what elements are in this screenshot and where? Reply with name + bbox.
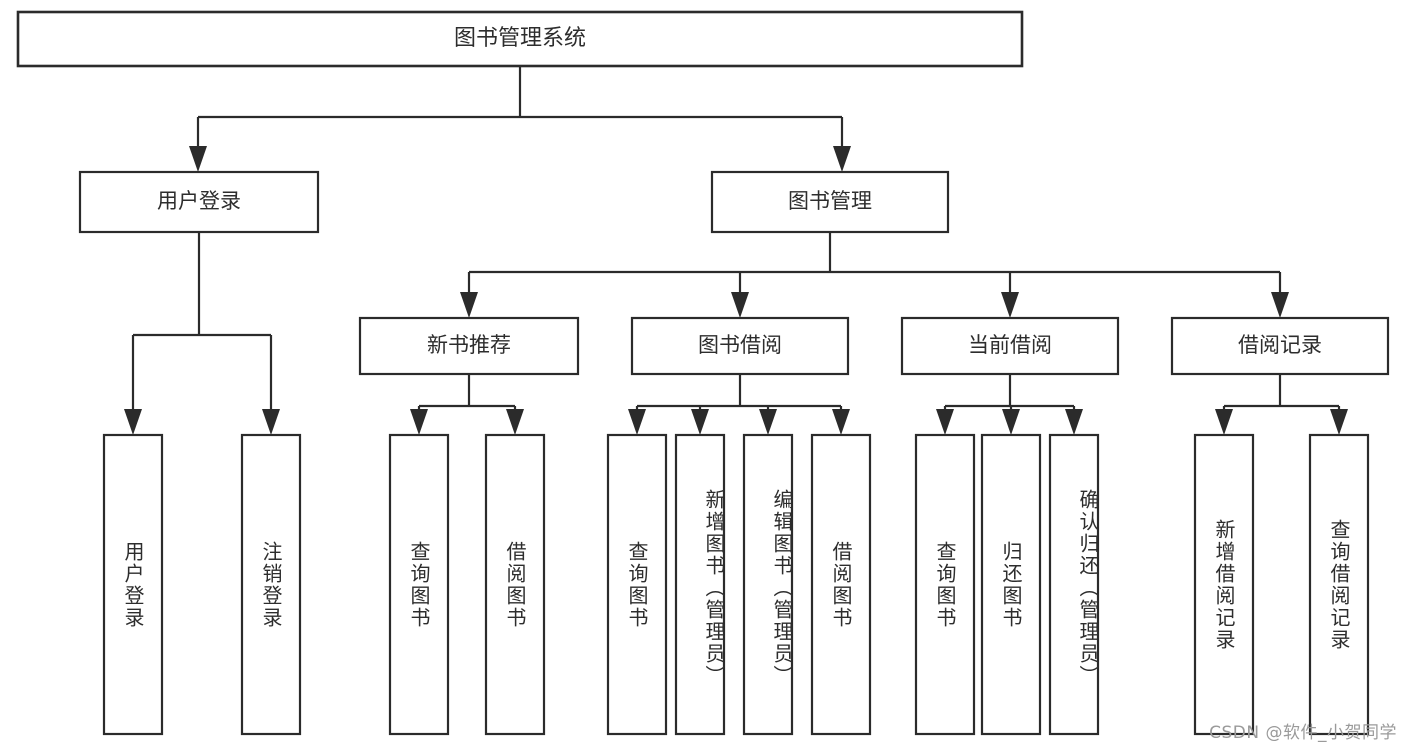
leaf-borrow-book-1[interactable] — [484, 433, 546, 736]
node-current-borrow[interactable] — [900, 316, 1120, 376]
watermark-text: CSDN @软件_小贺同学 — [1209, 723, 1397, 743]
connector-currentborrow-to-leaves — [936, 374, 1083, 435]
leaf-edit-book[interactable] — [742, 433, 794, 736]
connector-root-to-level2 — [189, 66, 851, 172]
node-user-login[interactable] — [78, 170, 320, 234]
leaf-query-book-1[interactable] — [388, 433, 450, 736]
leaf-query-borrow-record[interactable] — [1308, 433, 1370, 736]
node-book-management[interactable] — [710, 170, 950, 234]
leaf-return-book[interactable] — [980, 433, 1042, 736]
leaf-logout[interactable] — [240, 433, 302, 736]
node-borrow-record[interactable] — [1170, 316, 1390, 376]
connector-borrowrecord-to-leaves — [1215, 374, 1348, 435]
connector-userlogin-to-leaves — [124, 232, 280, 435]
node-book-borrow[interactable] — [630, 316, 850, 376]
connector-newbook-to-leaves — [410, 374, 524, 435]
leaf-add-book[interactable] — [674, 433, 726, 736]
leaf-query-book-2[interactable] — [606, 433, 668, 736]
leaf-add-borrow-record[interactable] — [1193, 433, 1255, 736]
connector-bookmgmt-to-level3 — [460, 232, 1289, 318]
leaf-borrow-book-2[interactable] — [810, 433, 872, 736]
leaf-user-login[interactable] — [102, 433, 164, 736]
connector-bookborrow-to-leaves — [628, 374, 850, 435]
node-root[interactable] — [16, 10, 1024, 68]
leaf-confirm-return[interactable] — [1048, 433, 1100, 736]
node-new-book-recommend[interactable] — [358, 316, 580, 376]
leaf-query-book-3[interactable] — [914, 433, 976, 736]
